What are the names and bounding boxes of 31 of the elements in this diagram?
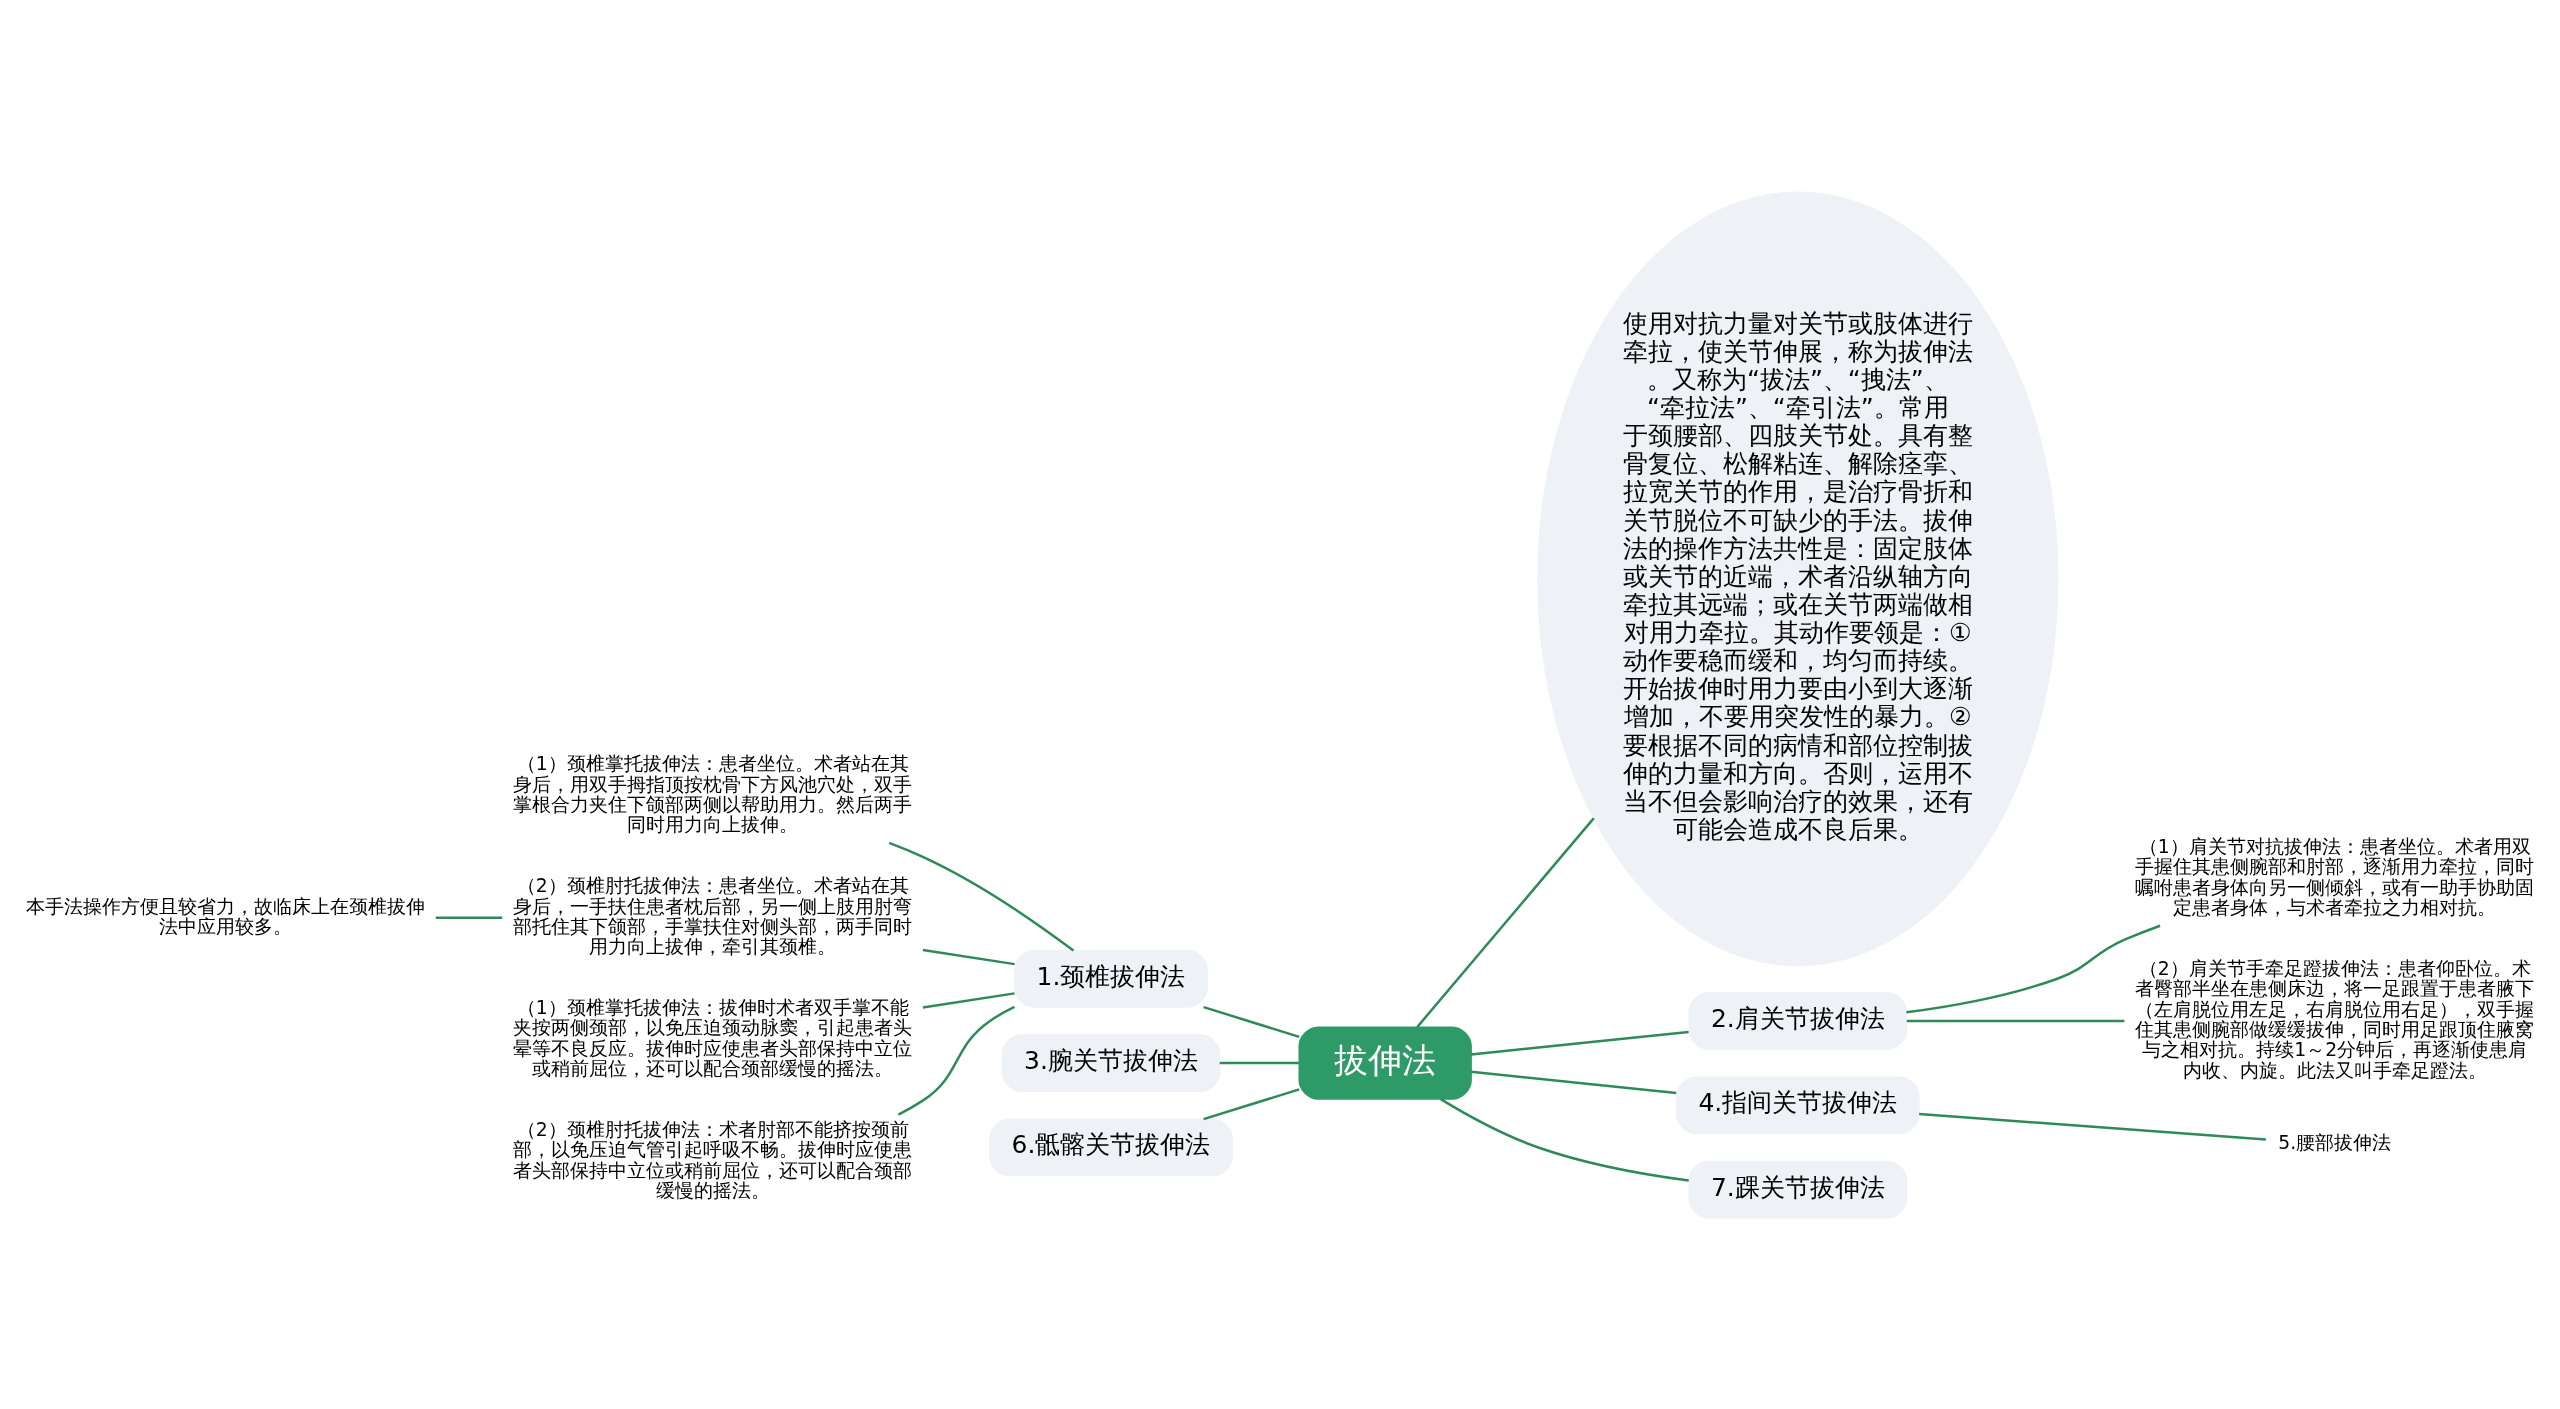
connector — [1219, 1061, 1299, 1064]
connector — [1919, 1112, 2266, 1141]
node-text: （2）颈椎肘托拔伸法：术者肘部不能挤按颈前部，以免压迫气管引起呼吸不畅。拔伸时应使患者头部保持中立位或稍前屈位，还可以配合颈部缓慢的摇法。 — [513, 1118, 913, 1201]
connector — [1203, 1087, 1300, 1120]
node-box: 4.指间关节拔伸法 — [1676, 1075, 1920, 1134]
node-box: 2.肩关节拔伸法 — [1688, 991, 1908, 1050]
connector — [435, 916, 503, 919]
node-box: 拔伸法 — [1298, 1025, 1472, 1100]
connector — [1906, 1019, 2125, 1022]
connector — [1203, 1005, 1300, 1038]
node-box: 3.腕关节拔伸法 — [1001, 1033, 1221, 1092]
node-ellipse: 使用对抗力量对关节或肢体进行牵拉，使关节伸展，称为拔伸法。又称为“拔法”、“拽法”、“牵拉法”、“牵引法”。常用于颈腰部、四肢关节处。具有整骨复位、松解粘连、解除痉挛、拉宽关节的作用，是治疗骨折和关节脱位不可缺少的手法。拔伸法的操作方法共性是：固定肢体或关节的近端，术者沿纵轴方向牵拉其远端；或在关节两端做相对用力牵拉。其动作要领是：①动作要稳而缓和，均匀而持续。开始拔伸时用力要由小到大逐渐增加，不要用突发性的暴力。②要根据不同的病情和部位控制拔伸的力量和方向。否则，运用不当不但会影响治疗的效果，还有可能会造成不良后果。 — [1537, 191, 2059, 966]
node-text: （2）颈椎肘托拔伸法：患者坐位。术者站在其身后，一手扶住患者枕后部，另一侧上肢用肘弯部托住其下颌部，手掌扶住对侧头部，两手同时用力向上拔伸，牵引其颈椎。 — [513, 874, 913, 957]
node-text: （2）肩关节手牵足蹬拔伸法：患者仰卧位。术者臀部半坐在患侧床边，将一足跟置于患者腋下（左肩脱位用左足，右肩脱位用右足），双手握住其患侧腕部做缓缓拔伸，同时用足跟顶住腋窝与之相对抗。持续1～2分钟后，再逐渐使患肩内收、内旋。此法又叫手牵足蹬法。 — [2135, 957, 2535, 1081]
connector — [922, 991, 1015, 1009]
node-text: 本手法操作方便且较省力，故临床上在颈椎拔伸法中应用较多。 — [25, 895, 425, 937]
node-text: （1）颈椎掌托拔伸法：患者坐位。术者站在其身后，用双手拇指顶按枕骨下方风池穴处，双手掌根合力夹住下颌部两侧以帮助用力。然后两手同时用力向上拔伸。 — [513, 752, 913, 835]
connector — [888, 841, 1075, 952]
connector — [1440, 1097, 1689, 1182]
node-text: （1）颈椎掌托拔伸法：拔伸时术者双手掌不能夹按两侧颈部，以免压迫颈动脉窦，引起患者头晕等不良反应。拔伸时应使患者头部保持中立位或稍前屈位，还可以配合颈部缓慢的摇法。 — [513, 996, 913, 1079]
node-box: 7.踝关节拔伸法 — [1688, 1160, 1908, 1219]
node-text: （1）肩关节对抗拔伸法：患者坐位。术者用双手握住其患侧腕部和肘部，逐渐用力牵拉，同时嘱咐患者身体向另一侧倾斜，或有一助手协助固定患者身体，与术者牵拉之力相对抗。 — [2135, 835, 2535, 918]
node-box: 6.骶髂关节拔伸法 — [989, 1118, 1233, 1176]
connector — [922, 948, 1015, 965]
connector — [897, 1005, 1016, 1116]
node-text: 5.腰部拔伸法 — [2278, 1131, 2392, 1153]
connector — [1416, 816, 1595, 1028]
connector — [1470, 1070, 1677, 1094]
connector — [1470, 1030, 1689, 1056]
node-box: 1.颈椎拔伸法 — [1014, 949, 1208, 1008]
connector — [1906, 924, 2161, 1013]
